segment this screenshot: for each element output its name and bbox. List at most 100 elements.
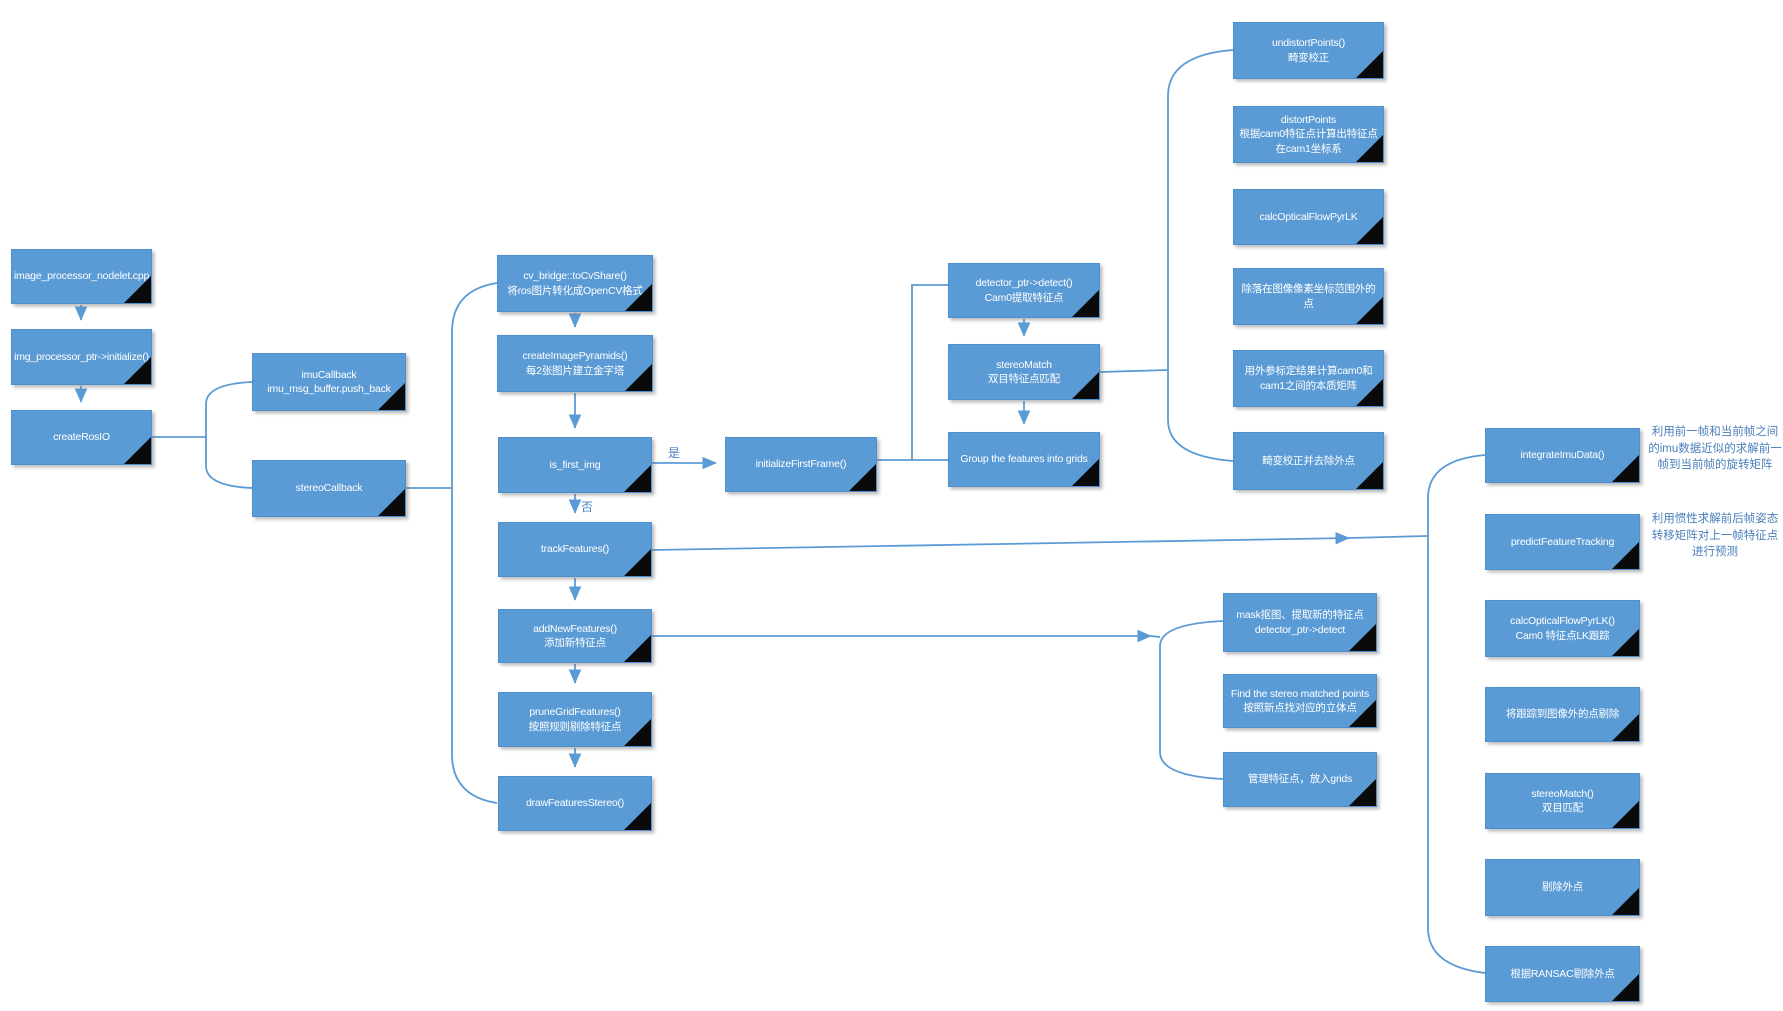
fold-corner-icon [1612, 801, 1639, 828]
node-label: img_processor_ptr->initialize() [14, 350, 149, 363]
node-label: initializeFirstFrame() [755, 458, 847, 471]
fold-corner-icon [625, 364, 652, 391]
node-remove-points-outside-image: 除落在图像像素坐标范围外的 点 [1233, 268, 1384, 325]
connector-stereomatch-feed [1099, 369, 1169, 373]
fold-corner-icon [1612, 629, 1639, 656]
node-label: stereoMatch 双目特征点匹配 [987, 358, 1061, 385]
node-cv-bridge: cv_bridge::toCvShare() 将ros图片转化成OpenCV格式 [497, 255, 653, 312]
node-distort-points: distortPoints 根据cam0特征点计算出特征点 在cam1坐标系 [1233, 106, 1384, 163]
node-calc-optical-flow: calcOpticalFlowPyrLK [1233, 189, 1384, 245]
node-label: createRosIO [53, 431, 110, 444]
node-label: predictFeatureTracking [1510, 535, 1615, 548]
fold-corner-icon [1072, 290, 1099, 317]
node-label: 除落在图像像素坐标范围外的 点 [1241, 283, 1376, 310]
node-label: is_first_img [549, 458, 601, 471]
node-stereo-match-2: stereoMatch() 双目匹配 [1485, 773, 1640, 829]
connector-trackfeatures-long [651, 531, 1350, 551]
fold-corner-icon [124, 357, 151, 384]
fold-corner-icon [1612, 455, 1639, 482]
node-remove-outliers: 剔除外点 [1485, 859, 1640, 916]
fold-corner-icon [624, 719, 651, 746]
fold-corner-icon [1072, 372, 1099, 399]
node-image-processor-nodelet: image_processor_nodelet.cpp [11, 249, 152, 304]
fold-corner-icon [1612, 714, 1639, 741]
node-stereo-match: stereoMatch 双目特征点匹配 [948, 344, 1100, 400]
fold-corner-icon [1356, 217, 1383, 244]
annotation-predict-note: 利用惯性求解前后帧姿态 转移矩阵对上一帧特征点 进行预测 [1651, 513, 1779, 559]
node-initialize-first-frame: initializeFirstFrame() [725, 437, 877, 492]
fold-corner-icon [1349, 779, 1376, 806]
node-is-first-img: is_first_img [498, 437, 652, 493]
fold-corner-icon [1356, 379, 1383, 406]
fold-corner-icon [1612, 888, 1639, 915]
edge-label-yes: 是 [668, 446, 681, 460]
node-label: stereoCallback [295, 482, 363, 495]
node-label: distortPoints 根据cam0特征点计算出特征点 在cam1坐标系 [1239, 114, 1378, 155]
fold-corner-icon [1072, 459, 1099, 486]
node-undistort-and-remove-outliers: 畸变校正并去除外点 [1233, 432, 1384, 490]
bracket-trackfeatures-detail [1427, 454, 1486, 974]
node-label: 用外参标定结果计算cam0和 cam1之间的本质矩阵 [1244, 365, 1373, 392]
node-label: imuCallback imu_msg_buffer.push_back [267, 368, 391, 395]
node-label: trackFeatures() [540, 543, 610, 556]
node-label: mask抠图、提取新的特征点 detector_ptr->detect [1236, 609, 1364, 636]
node-integrate-imu-data: integrateImuData() [1485, 428, 1640, 483]
node-draw-features-stereo: drawFeaturesStereo() [498, 776, 652, 831]
node-prune-grid-features: pruneGridFeatures() 按照规则剔除特征点 [498, 692, 652, 747]
fold-corner-icon [1356, 135, 1383, 162]
node-manage-features-into-grids: 管理特征点，放入grids [1223, 752, 1377, 807]
node-create-ros-io: createRosIO [11, 410, 152, 465]
node-stereo-callback: stereoCallback [252, 460, 406, 517]
node-detector-detect: detector_ptr->detect() Cam0提取特征点 [948, 263, 1100, 318]
node-label: 剔除外点 [1541, 881, 1584, 894]
node-label: createImagePyramids() 每2张图片建立金字塔 [522, 350, 628, 377]
fold-corner-icon [378, 489, 405, 516]
connector-trackfeatures-long2 [1348, 535, 1429, 539]
node-group-features: Group the features into grids [948, 432, 1100, 487]
connector-addnewfeatures-long2 [1150, 635, 1161, 638]
node-mask-detect-new-features: mask抠图、提取新的特征点 detector_ptr->detect [1223, 593, 1377, 652]
fold-corner-icon [849, 464, 876, 491]
fold-corner-icon [1612, 974, 1639, 1001]
node-label: pruneGridFeatures() 按照规则剔除特征点 [528, 706, 622, 733]
node-label: Find the stereo matched points 按照新点找对应的立… [1230, 687, 1370, 714]
node-find-stereo-matched-points: Find the stereo matched points 按照新点找对应的立… [1223, 674, 1377, 728]
fold-corner-icon [624, 635, 651, 662]
fold-corner-icon [378, 383, 405, 410]
bracket-firstframe-up [911, 284, 948, 460]
node-create-image-pyramids: createImagePyramids() 每2张图片建立金字塔 [497, 335, 653, 392]
fold-corner-icon [1612, 542, 1639, 569]
bracket-stereo-pipeline [451, 282, 498, 804]
node-label: detector_ptr->detect() Cam0提取特征点 [975, 277, 1073, 304]
node-label: 管理特征点，放入grids [1247, 773, 1353, 786]
fold-corner-icon [1349, 624, 1376, 651]
annotation-integrate-imu-note: 利用前一帧和当前帧之间 的imu数据近似的求解前一 帧到当前帧的旋转矩阵 [1648, 426, 1782, 472]
bracket-addnewfeatures-detail [1159, 620, 1224, 780]
fold-corner-icon [124, 437, 151, 464]
fold-corner-icon [625, 284, 652, 311]
node-label: 将跟踪到图像外的点剔除 [1505, 708, 1620, 721]
fold-corner-icon [624, 549, 651, 576]
node-label: calcOpticalFlowPyrLK [1259, 210, 1358, 223]
fold-corner-icon [1349, 700, 1376, 727]
node-ransac-remove-outliers: 根据RANSAC剔除外点 [1485, 946, 1640, 1002]
fold-corner-icon [624, 803, 651, 830]
fold-corner-icon [1356, 51, 1383, 78]
edge-label-no: 否 [581, 500, 594, 514]
node-label: 畸变校正并去除外点 [1262, 454, 1355, 467]
node-imu-callback: imuCallback imu_msg_buffer.push_back [252, 353, 406, 411]
fold-corner-icon [124, 276, 151, 303]
node-label: image_processor_nodelet.cpp [13, 270, 150, 283]
bracket-stereomatch-detail [1167, 49, 1234, 462]
node-label: stereoMatch() 双目匹配 [1531, 787, 1594, 814]
node-predict-feature-tracking: predictFeatureTracking [1485, 514, 1640, 570]
node-label: Group the features into grids [960, 453, 1088, 466]
fold-corner-icon [624, 465, 651, 492]
bracket-callbacks [205, 381, 253, 489]
node-label: cv_bridge::toCvShare() 将ros图片转化成OpenCV格式 [507, 270, 643, 297]
node-undistort-points: undistortPoints() 畸变校正 [1233, 22, 1384, 79]
node-label: drawFeaturesStereo() [525, 797, 625, 810]
node-remove-tracked-points-outside: 将跟踪到图像外的点剔除 [1485, 687, 1640, 742]
